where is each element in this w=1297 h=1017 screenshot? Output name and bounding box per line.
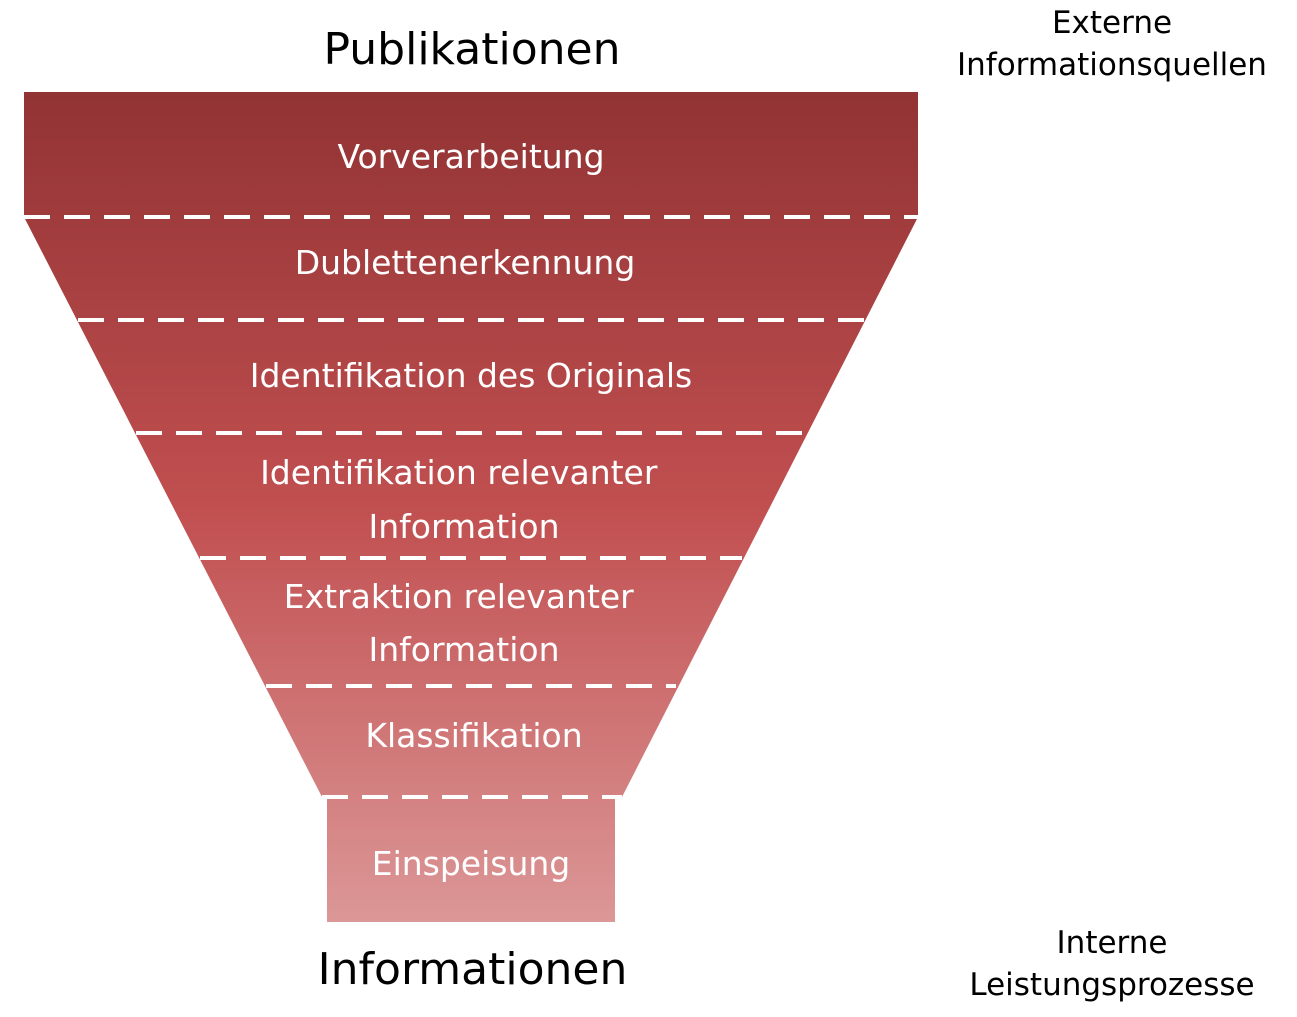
stage-label-extraktion-relevanter-information: Extraktion relevanter Information: [284, 577, 645, 669]
external-sources-label-line2: Informationsquellen: [957, 47, 1267, 83]
funnel-shape: [24, 92, 918, 922]
internal-processes-label-line1: Interne: [1056, 925, 1168, 961]
stage-label-vorverarbeitung: Vorverarbeitung: [337, 137, 604, 176]
internal-processes-label: Interne Leistungsprozesse: [942, 922, 1282, 1006]
stage-label-dublettenerkennung: Dublettenerkennung: [295, 243, 636, 282]
stage-label-klassifikation: Klassifikation: [365, 716, 582, 755]
stage-dividers: [24, 215, 918, 799]
internal-processes-label-line2: Leistungsprozesse: [969, 967, 1255, 1003]
stage-label-identifikation-relevanter-information: Identifikation relevanter Information: [260, 453, 668, 546]
external-sources-label: Externe Informationsquellen: [942, 2, 1282, 86]
funnel-output-title: Informationen: [317, 944, 628, 995]
funnel-input-title: Publikationen: [323, 24, 621, 75]
stage-label-einspeisung: Einspeisung: [372, 844, 571, 883]
stage-label-identifikation-originals: Identifikation des Originals: [250, 356, 693, 395]
external-sources-label-line1: Externe: [1051, 5, 1173, 41]
